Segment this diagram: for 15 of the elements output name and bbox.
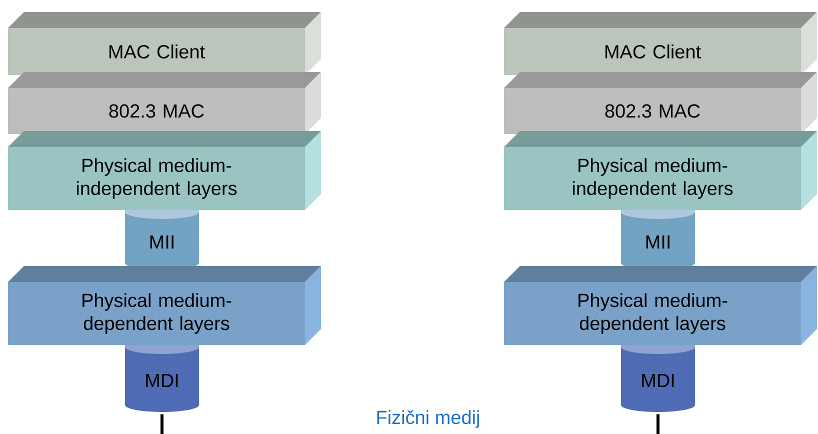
layer-block: Physical medium-independent layers [504, 131, 817, 210]
layer-block: 802.3 MAC [8, 72, 321, 134]
interface-cylinder: MDI [621, 345, 695, 412]
line [656, 414, 660, 434]
interface-cylinder: MII [125, 210, 199, 270]
line [160, 414, 164, 434]
layer-block: MAC Client [8, 12, 321, 75]
interface-cylinder: MII [621, 210, 695, 270]
layer-block: Physical medium-independent layers [8, 131, 321, 210]
caption-text: Fizični medij [377, 410, 479, 428]
layer-block: Physical medium-dependent layers [504, 266, 817, 345]
layer-block: MAC Client [504, 12, 817, 75]
layer-block: Physical medium-dependent layers [8, 266, 321, 345]
interface-cylinder: MDI [125, 345, 199, 412]
layer-block: 802.3 MAC [504, 72, 817, 134]
